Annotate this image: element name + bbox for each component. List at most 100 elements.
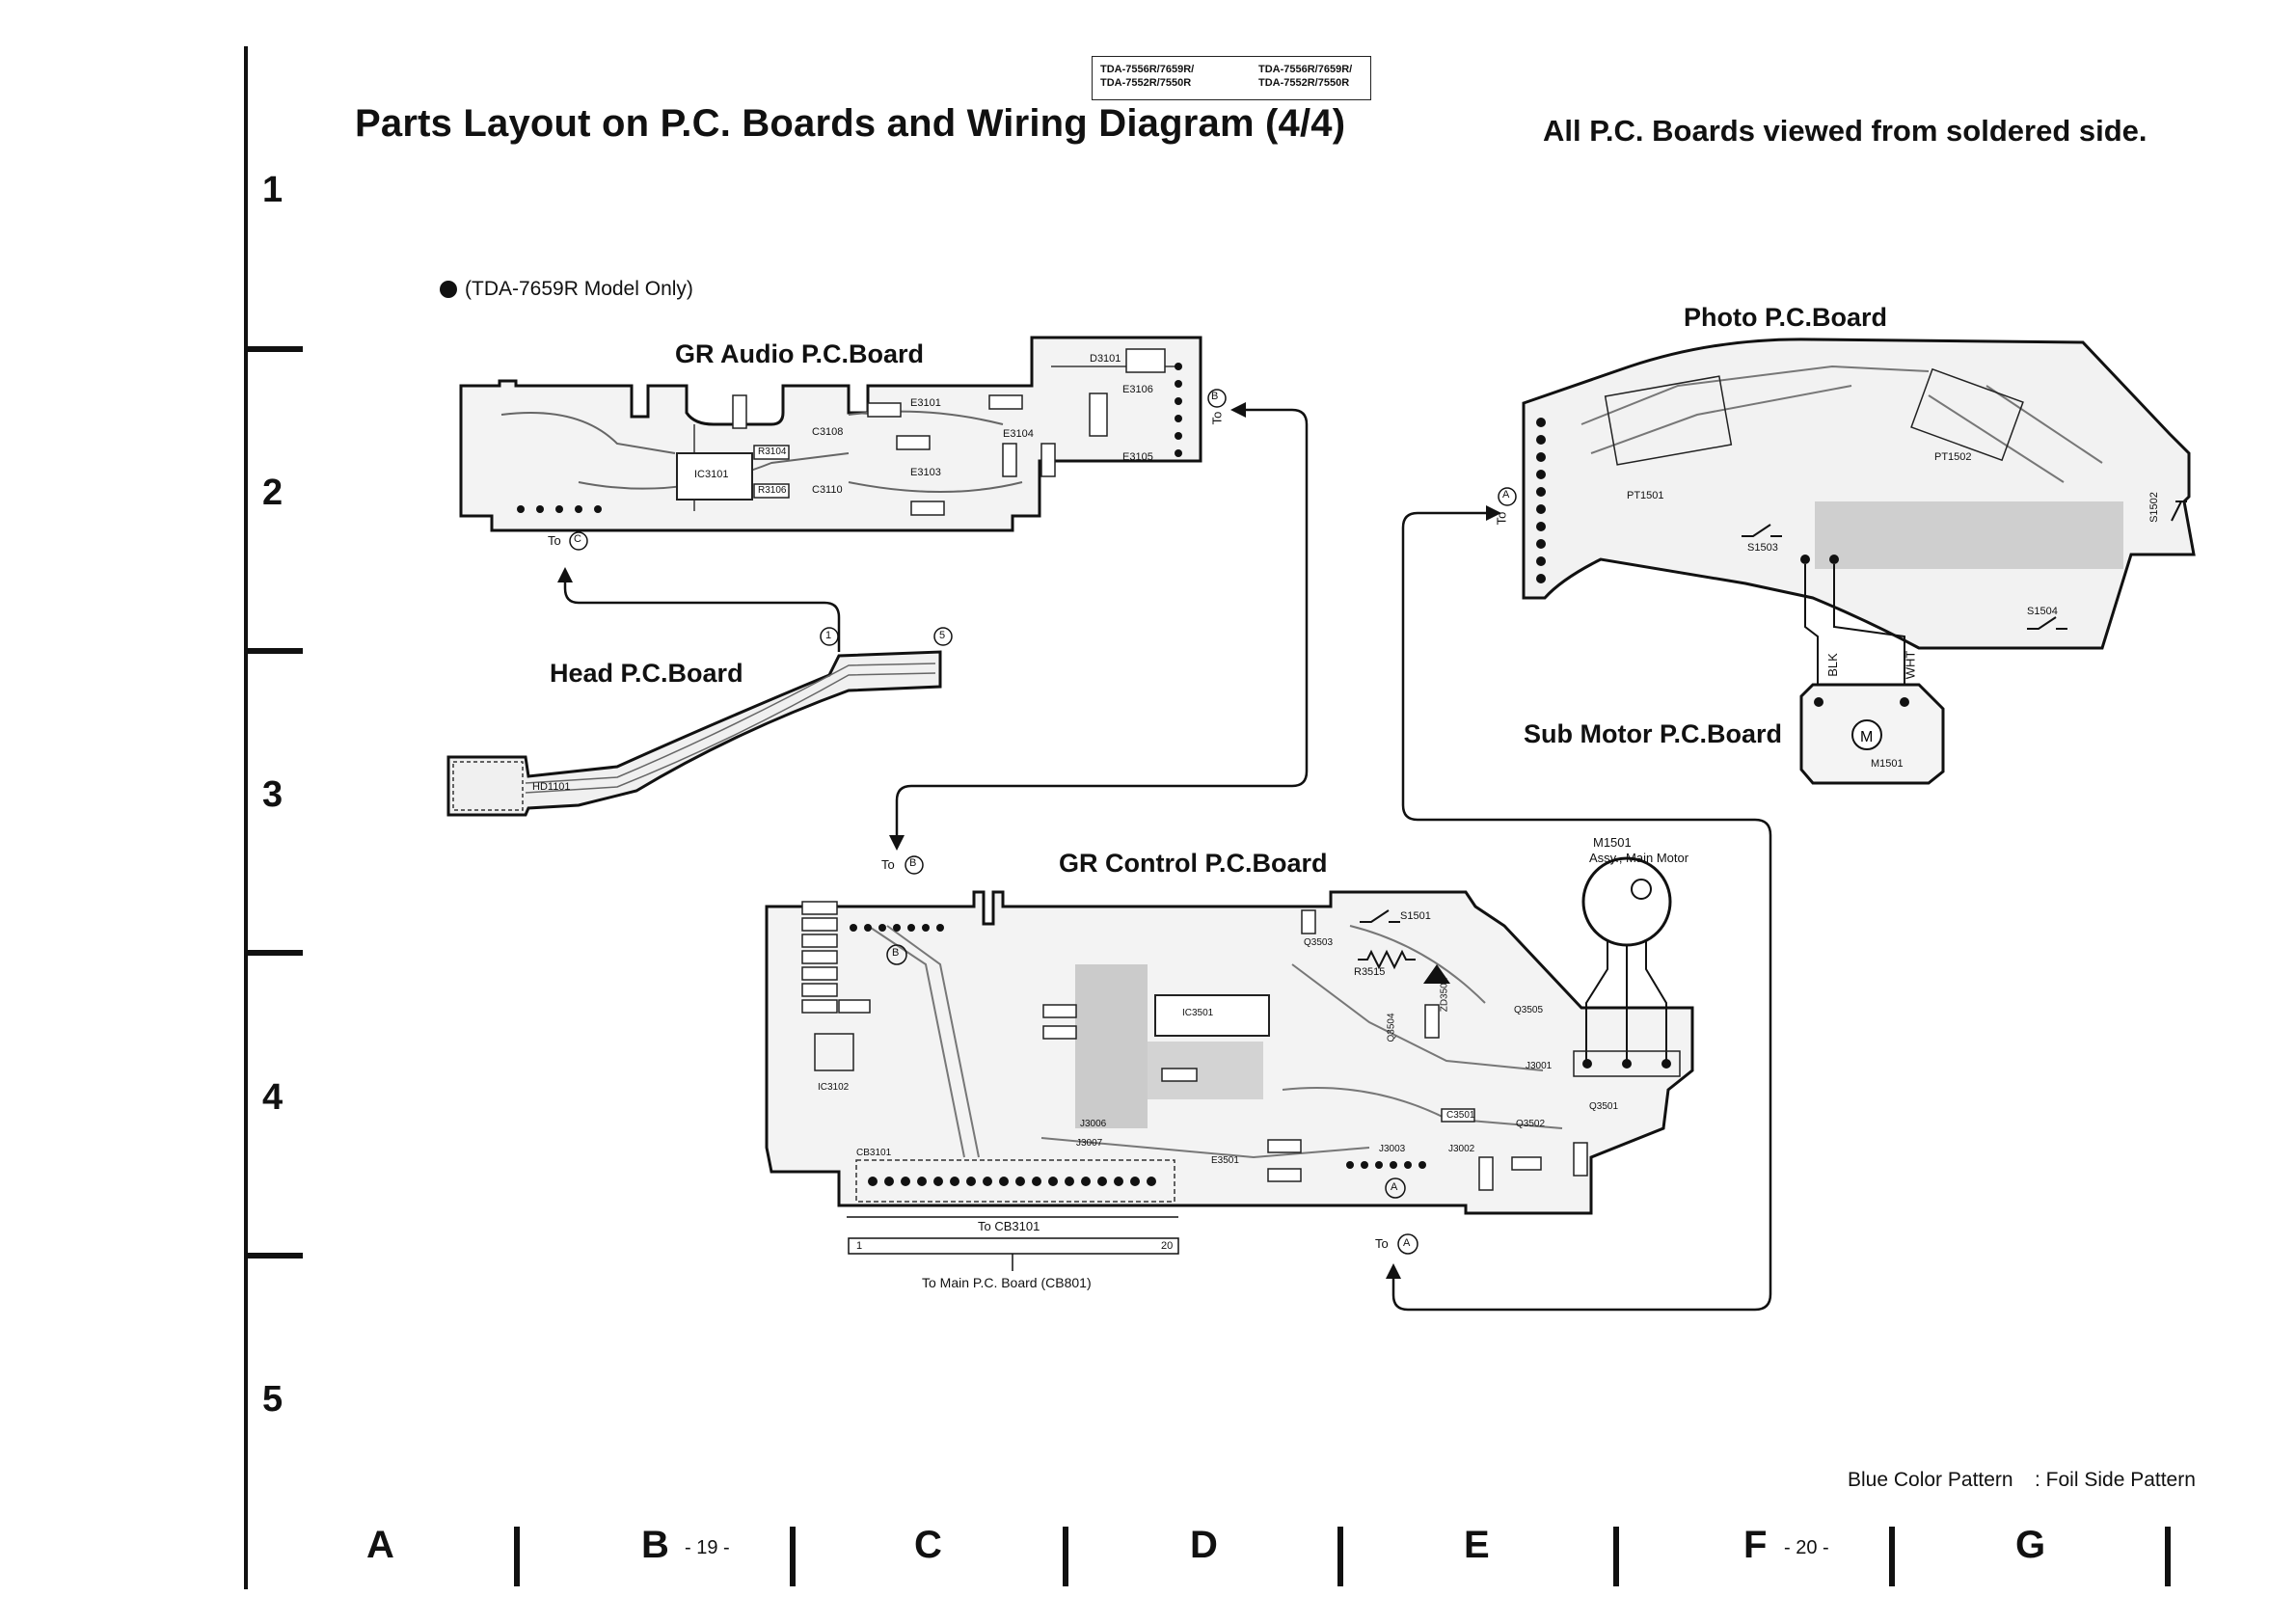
arrow-to-a-photo bbox=[1486, 505, 1501, 521]
model-right-1: TDA-7556R/7659R/ bbox=[1258, 64, 1353, 75]
a-marker-control bbox=[1385, 1177, 1406, 1199]
arrow-to-b-control bbox=[889, 835, 905, 851]
b-marker-to bbox=[905, 855, 924, 875]
j3001-label: J3001 bbox=[1526, 1061, 1553, 1071]
head-board-title: Head P.C.Board bbox=[550, 659, 743, 688]
j3002-label: J3002 bbox=[1448, 1144, 1475, 1154]
q3504-label: Q3504 bbox=[1386, 1013, 1397, 1042]
b-marker-audio bbox=[1207, 389, 1227, 408]
pattern-note: Blue Color Pattern bbox=[1848, 1469, 2013, 1491]
main-motor-pulley bbox=[1631, 879, 1652, 900]
main-connector-bar bbox=[848, 1237, 1179, 1255]
column-letter-d: D bbox=[1190, 1524, 1218, 1566]
photo-board-pattern bbox=[1815, 501, 2123, 569]
gr-control-top-pins bbox=[850, 924, 944, 932]
motor-wire-1 bbox=[1585, 940, 1608, 1061]
row-number-1: 1 bbox=[262, 170, 284, 210]
model-legend: (TDA-7659R Model Only) bbox=[440, 278, 693, 301]
gr-audio-board-title: GR Audio P.C.Board bbox=[675, 339, 925, 368]
s1501-label: S1501 bbox=[1400, 910, 1431, 922]
row-number-4: 4 bbox=[262, 1077, 284, 1118]
s1502-label: S1502 bbox=[2147, 492, 2160, 523]
model-list-box: TDA-7556R/7659R/ TDA-7552R/7550R TDA-755… bbox=[1092, 56, 1371, 100]
column-letter-a: A bbox=[366, 1524, 394, 1566]
arrow-to-b-audio bbox=[1230, 402, 1246, 418]
to-a-control-label: To bbox=[1375, 1236, 1389, 1251]
e3103-label: E3103 bbox=[910, 467, 941, 478]
cb3101-label: CB3101 bbox=[856, 1148, 892, 1158]
gr-control-traces bbox=[867, 925, 1563, 1159]
page-number-left: - 19 - bbox=[685, 1537, 730, 1558]
s1504-label: S1504 bbox=[2027, 606, 2058, 617]
ic3102-chip bbox=[814, 1033, 854, 1071]
blk-label: BLK bbox=[1824, 653, 1840, 677]
gr-audio-connector-pins bbox=[517, 363, 1182, 513]
column-letter-g: G bbox=[2015, 1524, 2046, 1566]
e3501-label: E3501 bbox=[1211, 1155, 1239, 1166]
switch-symbols bbox=[1360, 501, 2187, 923]
e3101-label: E3101 bbox=[910, 397, 941, 409]
motor-wire-2 bbox=[1645, 940, 1667, 1061]
a-letter-board: A bbox=[1391, 1181, 1398, 1193]
pin-5-marker bbox=[933, 627, 953, 646]
ic3501-chip bbox=[1154, 994, 1270, 1037]
to-b-audio-label: To bbox=[1209, 411, 1225, 425]
wire-head-to-c bbox=[563, 575, 841, 652]
to-b-control-label: To bbox=[881, 857, 895, 872]
row-number-2: 2 bbox=[262, 473, 284, 513]
legend-text: (TDA-7659R Model Only) bbox=[465, 278, 693, 300]
cb3101-pins bbox=[868, 1161, 1426, 1186]
page-title: Parts Layout on P.C. Boards and Wiring D… bbox=[355, 102, 1346, 145]
m1501-sub-label: M1501 bbox=[1871, 758, 1904, 770]
r3104-label: R3104 bbox=[758, 447, 787, 457]
pt1501-sensor bbox=[1604, 375, 1733, 466]
gr-control-board-title: GR Control P.C.Board bbox=[1059, 849, 1328, 878]
zd3501-symbol bbox=[1423, 964, 1450, 984]
column-letter-c: C bbox=[914, 1524, 942, 1566]
r3106-label: R3106 bbox=[758, 485, 787, 496]
sub-motor-symbol bbox=[1851, 719, 1882, 750]
b-letter-audio: B bbox=[1211, 391, 1219, 402]
row-number-5: 5 bbox=[262, 1379, 284, 1420]
main-conn-pin-1: 1 bbox=[856, 1240, 863, 1252]
head-board-traces bbox=[525, 663, 936, 794]
r3515-label: R3515 bbox=[1354, 966, 1386, 978]
a-marker-photo bbox=[1498, 487, 1517, 506]
a-marker-to bbox=[1397, 1233, 1418, 1255]
c-marker-audio bbox=[569, 531, 588, 551]
pt1502-sensor bbox=[1910, 367, 2024, 462]
q3502-label: Q3502 bbox=[1516, 1119, 1546, 1129]
photo-board-outline bbox=[1522, 338, 2196, 650]
page-number-right: - 20 - bbox=[1784, 1537, 1829, 1558]
hd1101-area bbox=[452, 761, 524, 811]
ic3101-chip bbox=[676, 452, 753, 501]
q3505-label: Q3505 bbox=[1514, 1005, 1544, 1015]
bullet-icon bbox=[440, 281, 457, 298]
photo-connector-pins bbox=[1536, 418, 1839, 583]
column-letter-e: E bbox=[1464, 1524, 1490, 1566]
model-right-2: TDA-7552R/7550R bbox=[1258, 77, 1350, 89]
model-left-1: TDA-7556R/7659R/ bbox=[1100, 64, 1195, 75]
arrow-to-a-control bbox=[1386, 1263, 1401, 1279]
to-c-label: To bbox=[548, 533, 561, 548]
to-cb3101-label: To CB3101 bbox=[978, 1219, 1040, 1233]
wire-wht bbox=[1833, 564, 1905, 699]
wht-label: WHT bbox=[1903, 650, 1918, 680]
main-motor-label: Assy., Main Motor bbox=[1589, 851, 1689, 865]
gr-audio-board-outline bbox=[459, 336, 1202, 532]
column-letter-f: F bbox=[1743, 1524, 1768, 1566]
pin-1-label: 1 bbox=[825, 630, 832, 641]
e3106-label: E3106 bbox=[1122, 384, 1153, 395]
j3006-label: J3006 bbox=[1080, 1119, 1107, 1129]
gr-control-components bbox=[801, 901, 1588, 1191]
ic3102-label: IC3102 bbox=[818, 1082, 850, 1093]
r3515-symbol bbox=[1358, 949, 1416, 970]
zd3501-label: ZD3501 bbox=[1439, 977, 1450, 1013]
pt1501-label: PT1501 bbox=[1627, 490, 1664, 501]
b-letter-board: B bbox=[892, 947, 900, 959]
main-conn-pin-20: 20 bbox=[1161, 1240, 1174, 1252]
c-letter: C bbox=[574, 533, 581, 545]
c3110-label: C3110 bbox=[812, 484, 843, 496]
s1503-label: S1503 bbox=[1747, 542, 1778, 554]
